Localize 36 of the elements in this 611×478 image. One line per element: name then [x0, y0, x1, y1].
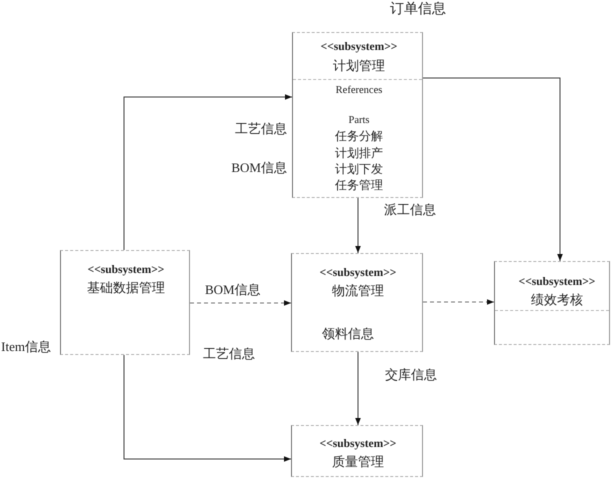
edge-label: BOM信息: [205, 283, 261, 298]
flow-label: BOM信息: [231, 161, 287, 176]
subsystem-box: [291, 253, 423, 352]
stereotype-label: <<subsystem>>: [320, 438, 396, 452]
list-item: 计划排产: [335, 147, 383, 161]
arrow: [355, 352, 361, 426]
subsystem-name: 物流管理: [332, 284, 384, 299]
subsystem-box: [60, 250, 190, 355]
flow-label: 工艺信息: [203, 347, 255, 362]
arrow: [190, 300, 292, 306]
list-item: 任务管理: [335, 179, 383, 193]
subsystem-name: 计划管理: [333, 59, 385, 74]
arrow: [422, 299, 494, 305]
subsystem-name: 绩效考核: [531, 293, 583, 308]
subsystem-box: [292, 32, 423, 198]
compartment-heading: Parts: [348, 115, 370, 128]
arrow: [124, 354, 292, 462]
stereotype-label: <<subsystem>>: [88, 264, 164, 278]
compartment-heading: References: [336, 85, 382, 98]
flow-label: Item信息: [1, 340, 51, 355]
edge-label: 交库信息: [385, 368, 437, 383]
arrow: [422, 78, 563, 262]
flow-label: 领料信息: [322, 327, 374, 342]
stereotype-label: <<subsystem>>: [518, 276, 596, 290]
subsystem-name: 基础数据管理: [87, 281, 165, 296]
stereotype-label: <<subsystem>>: [320, 41, 398, 54]
list-item: 任务分解: [335, 130, 383, 144]
arrow: [124, 94, 292, 250]
subsystem-box: [494, 261, 610, 345]
stereotype-label: <<subsystem>>: [320, 267, 396, 280]
flow-label: 工艺信息: [235, 122, 287, 137]
subsystem-name: 质量管理: [332, 455, 384, 470]
arrow: [355, 198, 361, 254]
edge-label: 派工信息: [384, 203, 436, 218]
subsystem-box: [291, 425, 423, 477]
list-item: 计划下发: [335, 163, 383, 177]
